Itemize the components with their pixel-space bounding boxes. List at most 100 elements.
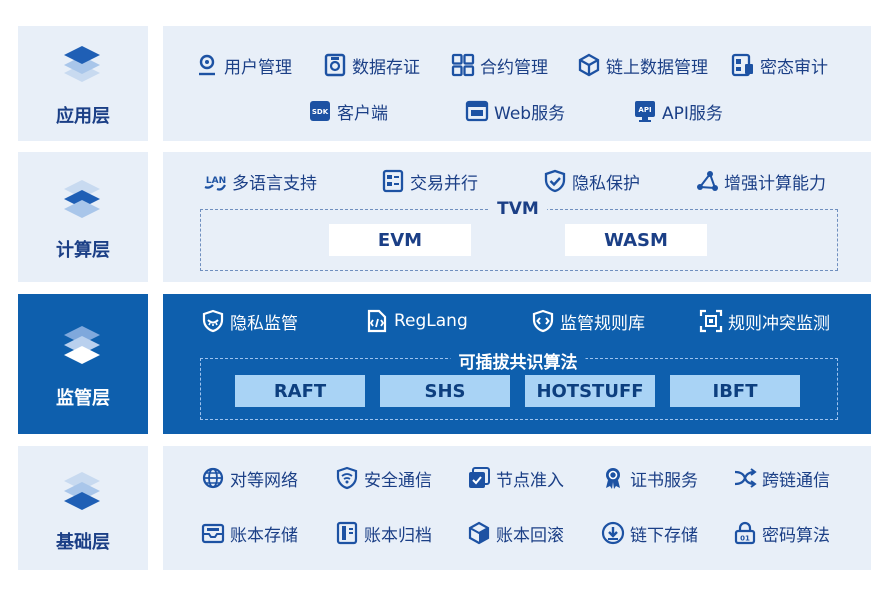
chip-shs: SHS bbox=[380, 375, 510, 407]
chip-hotstuff: HOTSTUFF bbox=[525, 375, 655, 407]
rollback-icon bbox=[468, 521, 490, 545]
feature-client: SDK 客户端 bbox=[308, 99, 388, 124]
sdk-icon: SDK bbox=[310, 101, 330, 121]
layer-title: 基础层 bbox=[56, 532, 110, 553]
feature-data-notarization: 数据存证 bbox=[323, 53, 420, 78]
feature-label: 账本存储 bbox=[230, 525, 298, 546]
feature-cryptographic-algorithm: 01 密码算法 bbox=[733, 521, 830, 546]
user-icon bbox=[199, 54, 215, 76]
feature-label: 隐私监管 bbox=[230, 313, 298, 334]
feature-label: API服务 bbox=[662, 103, 723, 124]
feature-certificate-service: 证书服务 bbox=[601, 466, 698, 491]
layer-body-regulation: 隐私监管 RegLang 监管规则库 规则冲突监测 可插拔共识算法 RAFT S… bbox=[163, 294, 871, 434]
browser-icon bbox=[465, 100, 489, 122]
feature-p2p-network: 对等网络 bbox=[201, 466, 298, 491]
feature-node-admission: 节点准入 bbox=[467, 466, 564, 491]
feature-onchain-data-management: 链上数据管理 bbox=[577, 53, 708, 78]
feature-label: Web服务 bbox=[494, 103, 566, 124]
feature-label: 密态审计 bbox=[760, 57, 828, 78]
chip-ibft: IBFT bbox=[670, 375, 800, 407]
feature-ledger-rollback: 账本回滚 bbox=[467, 521, 564, 546]
layer-body-foundation: 对等网络 安全通信 节点准入 证书服务 跨链通信 账本存储 账本归档 账本回滚 … bbox=[163, 446, 871, 570]
chip-evm: EVM bbox=[329, 224, 471, 256]
file-code-icon bbox=[367, 309, 387, 333]
eye-shield-icon bbox=[202, 309, 224, 333]
layer-title: 应用层 bbox=[56, 106, 110, 127]
feature-label: 安全通信 bbox=[364, 470, 432, 491]
feature-encrypted-audit: 密态审计 bbox=[731, 53, 828, 78]
feature-label: RegLang bbox=[394, 311, 468, 331]
feature-label: 用户管理 bbox=[224, 57, 292, 78]
layer-label-application: 应用层 bbox=[18, 26, 148, 141]
feature-label: 规则冲突监测 bbox=[728, 313, 830, 334]
layer-label-computing: 计算层 bbox=[18, 152, 148, 282]
feature-label: 对等网络 bbox=[230, 470, 298, 491]
document-icon bbox=[382, 169, 404, 193]
cube-icon bbox=[578, 53, 600, 77]
layer-body-computing: LAN 多语言支持 交易并行 隐私保护 增强计算能力 TVM EVM WASM bbox=[163, 152, 871, 282]
layer-title: 监管层 bbox=[56, 388, 110, 409]
scan-icon bbox=[699, 309, 723, 333]
cross-icon bbox=[734, 468, 757, 488]
feature-label: 账本归档 bbox=[364, 525, 432, 546]
layer-label-regulation: 监管层 bbox=[18, 294, 148, 434]
tvm-group-title: TVM bbox=[489, 199, 547, 219]
chip-wasm: WASM bbox=[565, 224, 707, 256]
feature-parallel-transactions: 交易并行 bbox=[381, 169, 478, 194]
audit-icon bbox=[731, 53, 753, 77]
feature-user-management: 用户管理 bbox=[195, 53, 292, 78]
feature-enhanced-computing: 增强计算能力 bbox=[695, 169, 826, 194]
feature-label: 合约管理 bbox=[480, 57, 548, 78]
feature-contract-management: 合约管理 bbox=[451, 53, 548, 78]
feature-reglang: RegLang bbox=[365, 309, 468, 333]
feature-multi-language: LAN 多语言支持 bbox=[203, 169, 317, 194]
feature-label: 账本回滚 bbox=[496, 525, 564, 546]
api-icon: API bbox=[635, 101, 655, 122]
globe-icon bbox=[202, 467, 224, 489]
layers-icon bbox=[64, 180, 100, 218]
feature-label: 隐私保护 bbox=[572, 173, 640, 194]
layers-icon bbox=[64, 472, 100, 510]
lock-icon: 01 bbox=[734, 521, 756, 545]
feature-api-service: API API服务 bbox=[633, 99, 723, 124]
svg-text:01: 01 bbox=[740, 535, 750, 543]
svg-text:LAN: LAN bbox=[206, 176, 226, 186]
grid-icon bbox=[451, 53, 475, 77]
feature-label: 链下存储 bbox=[630, 525, 698, 546]
inbox-icon bbox=[201, 523, 225, 544]
feature-label: 数据存证 bbox=[352, 57, 420, 78]
feature-label: 链上数据管理 bbox=[606, 57, 708, 78]
nodes-icon bbox=[697, 171, 718, 191]
feature-privacy-protection: 隐私保护 bbox=[543, 169, 640, 194]
consensus-group-title: 可插拔共识算法 bbox=[450, 348, 586, 373]
language-icon: LAN bbox=[204, 176, 226, 191]
feature-privacy-regulation: 隐私监管 bbox=[201, 309, 298, 334]
feature-label: 节点准入 bbox=[496, 470, 564, 491]
feature-label: 增强计算能力 bbox=[724, 173, 826, 194]
shield-check-icon bbox=[544, 169, 566, 193]
feature-web-service: Web服务 bbox=[465, 99, 566, 124]
feature-ledger-storage: 账本存储 bbox=[201, 521, 298, 546]
svg-text:SDK: SDK bbox=[312, 108, 329, 116]
cloud-icon bbox=[601, 521, 625, 545]
checklist-icon bbox=[469, 467, 490, 488]
feature-cross-chain: 跨链通信 bbox=[733, 466, 830, 491]
archive-icon bbox=[336, 521, 358, 545]
feature-label: 证书服务 bbox=[630, 470, 698, 491]
chip-raft: RAFT bbox=[235, 375, 365, 407]
feature-rule-conflict-detection: 规则冲突监测 bbox=[699, 309, 830, 334]
feature-label: 多语言支持 bbox=[232, 173, 317, 194]
certificate-icon bbox=[606, 468, 620, 489]
feature-label: 客户端 bbox=[337, 103, 388, 124]
feature-regulation-rules: 监管规则库 bbox=[531, 309, 645, 334]
layer-label-foundation: 基础层 bbox=[18, 446, 148, 570]
disk-icon bbox=[324, 53, 346, 77]
wifi-shield-icon bbox=[336, 466, 358, 490]
layers-icon bbox=[64, 46, 100, 82]
feature-label: 跨链通信 bbox=[762, 470, 830, 491]
feature-ledger-archive: 账本归档 bbox=[335, 521, 432, 546]
svg-text:API: API bbox=[638, 106, 651, 114]
layer-body-application: 用户管理 数据存证 合约管理 链上数据管理 密态审计 SDK 客户端 Web服务… bbox=[163, 26, 871, 141]
code-shield-icon bbox=[532, 309, 554, 333]
feature-label: 监管规则库 bbox=[560, 313, 645, 334]
